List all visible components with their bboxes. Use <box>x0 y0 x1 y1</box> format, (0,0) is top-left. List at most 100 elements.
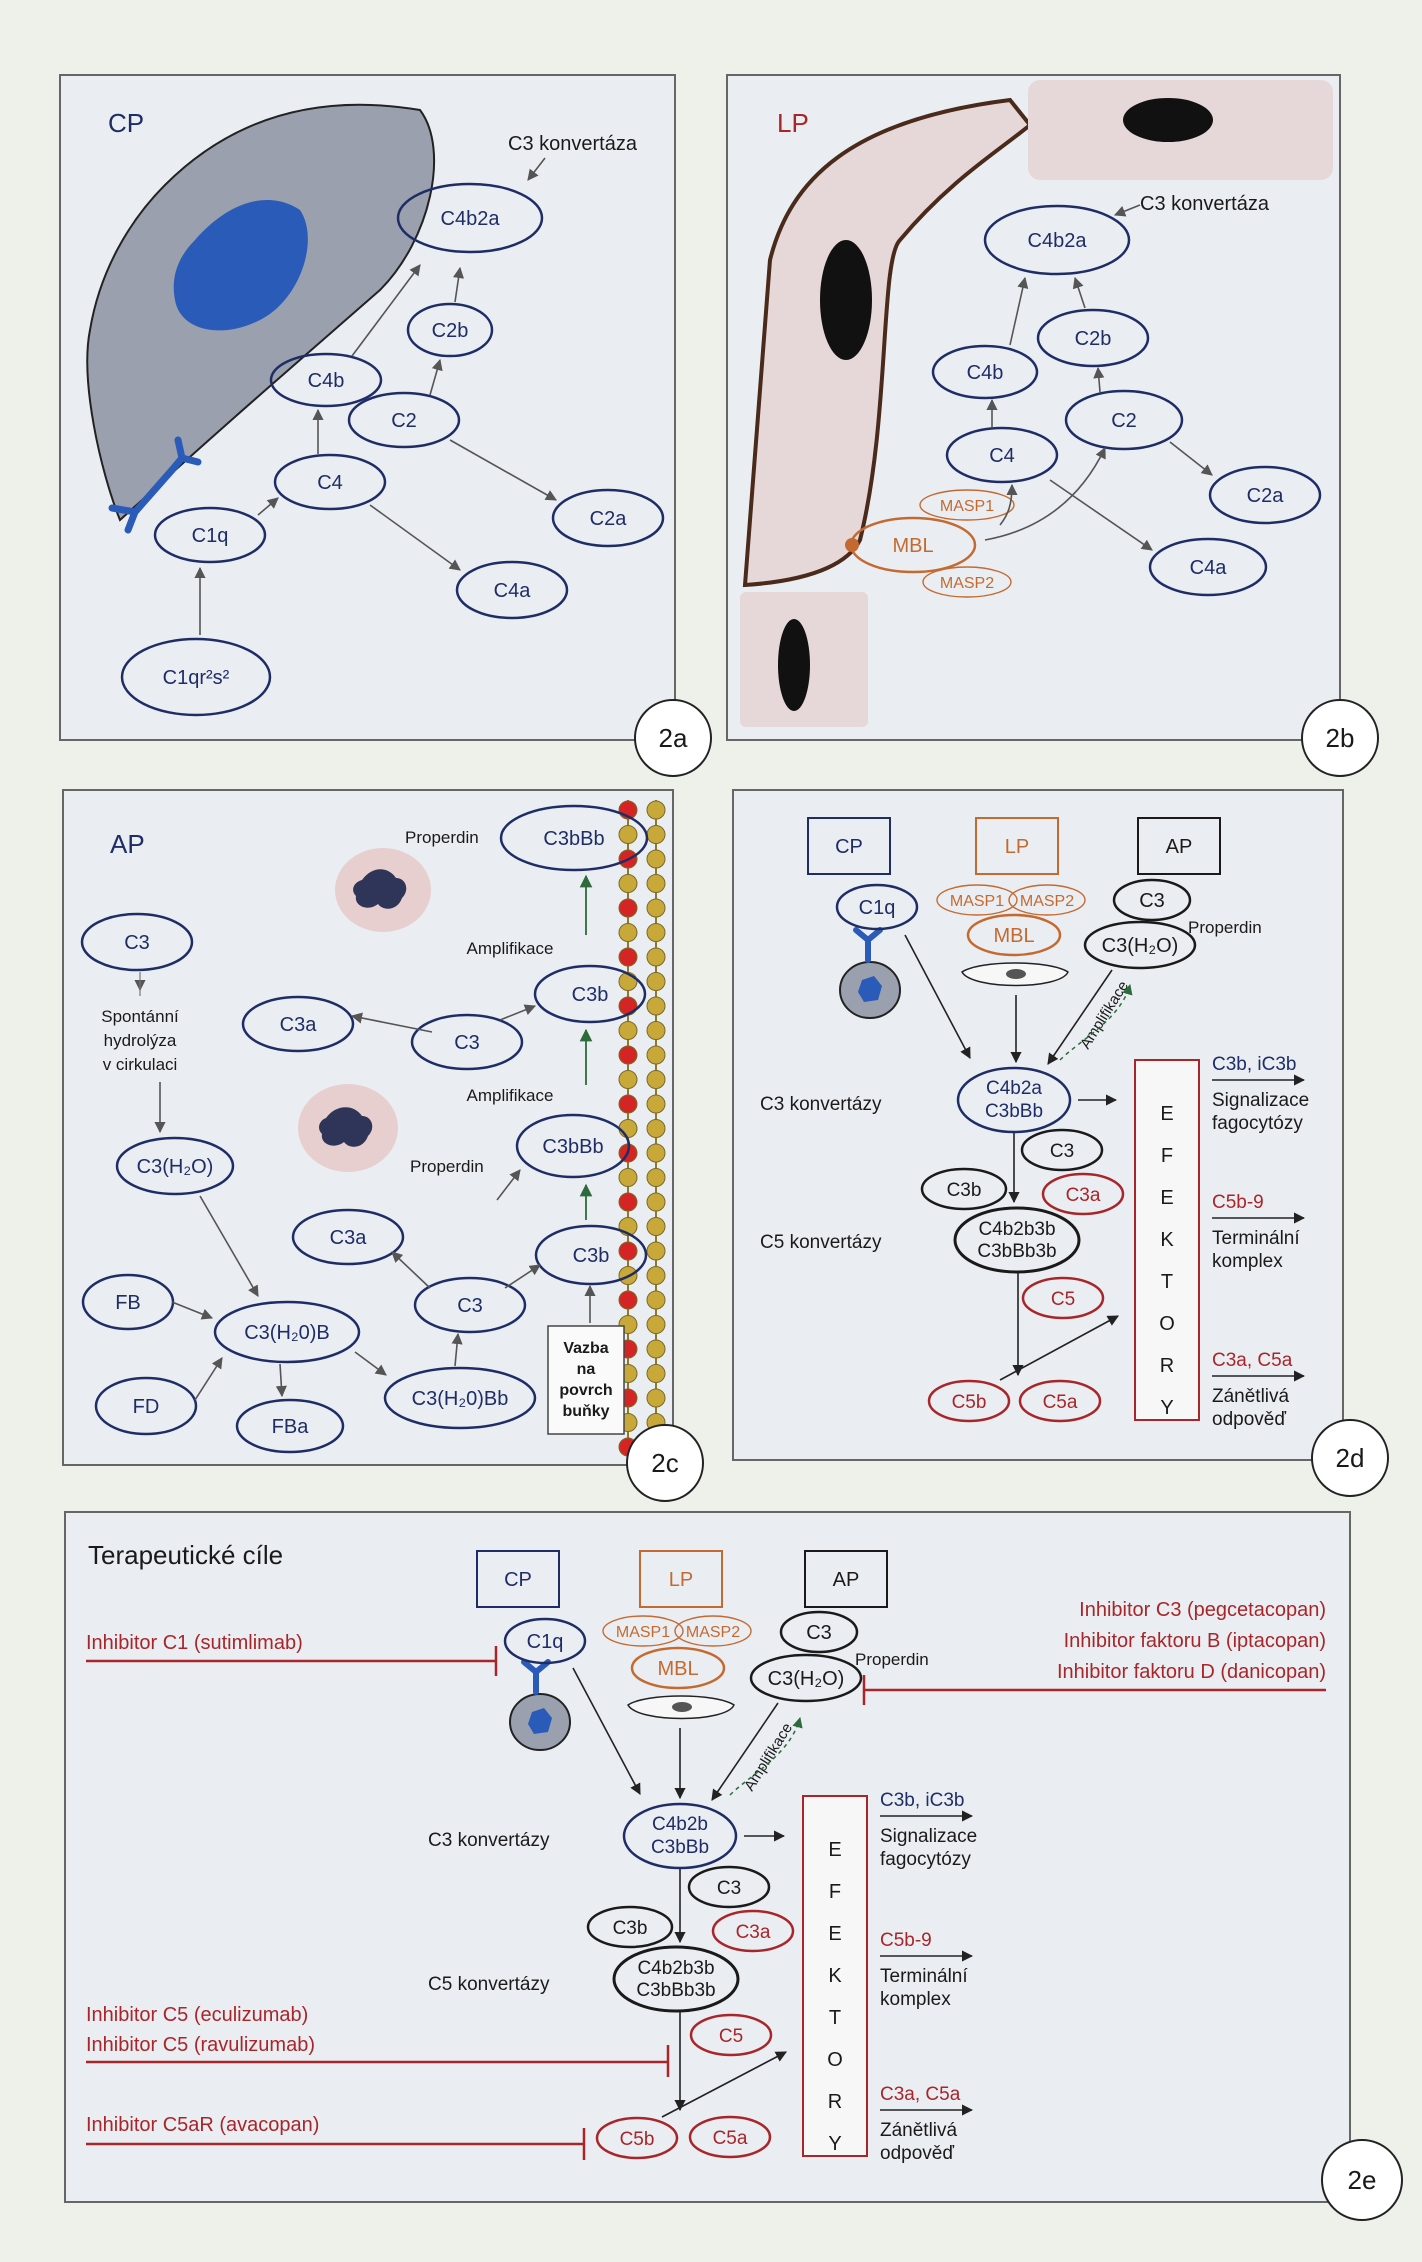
label-amplifikace-lower-2c: Amplifikace <box>467 1086 554 1105</box>
label-c2a-2b: C2a <box>1247 485 1285 507</box>
box-lp-2e <box>639 1550 723 1608</box>
output-line: Zánětlivá <box>1212 1386 1290 1407</box>
output-title: C5b-9 <box>1212 1192 1264 1213</box>
surface-bead <box>646 874 666 893</box>
surface-bead <box>618 1045 638 1065</box>
label-properdin-mid-2c: Properdin <box>410 1157 484 1176</box>
node-c3-top-2c <box>80 912 194 972</box>
label-c3bbb-mid-2c: C3bBb <box>542 1136 603 1158</box>
node-c3b-upper-2c <box>533 964 647 1024</box>
label-c5a-2e: C5a <box>713 2128 748 2149</box>
panel-2b: LP C3 konvertáza C4b2a C4b C2b C4 C2 C2a… <box>726 74 1379 777</box>
output-line: Terminální <box>1212 1228 1300 1249</box>
label-masp1-2d: MASP1 <box>950 893 1004 910</box>
node-c4a-2b <box>1148 537 1268 597</box>
cp-cell-icon <box>839 927 901 1019</box>
surface-bead <box>646 1217 666 1236</box>
label-c3b-upper-2c: C3b <box>572 984 609 1006</box>
output-line: Zánětlivá <box>880 2120 958 2141</box>
binding-line-4: buňky <box>562 1403 609 1420</box>
node-c1q-2e <box>503 1617 587 1665</box>
node-c3a-2d <box>1041 1172 1125 1216</box>
label-c5-convertases-2e: C5 konvertázy <box>428 1974 550 1995</box>
node-c3-small-2d <box>1020 1128 1104 1172</box>
effector-letter: F <box>829 1881 841 1903</box>
surface-bead <box>618 874 638 893</box>
label-c5-convertases-2d: C5 konvertázy <box>760 1232 882 1253</box>
surface-bead <box>618 1021 638 1040</box>
output-line: odpověď <box>1212 1409 1286 1430</box>
label-c2b: C2b <box>432 320 469 342</box>
panel-2d-frame <box>732 789 1344 1461</box>
node-c5-convertases-2e <box>612 1945 740 2013</box>
output-line: Terminální <box>880 1966 968 1987</box>
label-c4: C4 <box>317 472 343 494</box>
label-c3-mid-2c: C3 <box>457 1295 483 1317</box>
surface-bead <box>646 1241 666 1261</box>
label-box-lp-2d: LP <box>1005 836 1029 858</box>
label-c4b: C4b <box>308 370 345 392</box>
label-c4b2a-2b: C4b2a <box>1028 230 1088 252</box>
label-c3conv-line1-2d: C4b2a <box>986 1078 1042 1099</box>
node-c4-2b <box>945 426 1059 484</box>
label-box-cp-2e: CP <box>504 1569 532 1591</box>
effector-letter: K <box>828 1965 842 1987</box>
node-c3a-upper-2c <box>241 995 355 1053</box>
label-c2-2b: C2 <box>1111 410 1137 432</box>
panel-2a-number-badge <box>634 699 712 777</box>
inhibitor-c1-label: Inhibitor C1 (sutimlimab) <box>86 1632 303 1654</box>
node-c3b-2d <box>920 1167 1008 1211</box>
label-c4a: C4a <box>494 580 532 602</box>
node-c3a-2e <box>711 1909 795 1953</box>
output-line: odpověď <box>880 2143 954 2164</box>
node-c4 <box>273 453 387 511</box>
label-c2: C2 <box>391 410 417 432</box>
effector-letter: R <box>1160 1355 1174 1377</box>
effectors-box-2e <box>802 1795 868 2157</box>
lp-cell-nucleus <box>1006 969 1026 979</box>
inhibitor-c5-eculizumab-label: Inhibitor C5 (eculizumab) <box>86 2004 308 2026</box>
inhibitor-c5ar-label: Inhibitor C5aR (avacopan) <box>86 2114 319 2136</box>
label-masp1-2b: MASP1 <box>940 498 994 515</box>
label-c3b-lower-2c: C3b <box>573 1245 610 1267</box>
label-c1q-2e: C1q <box>527 1631 564 1653</box>
label-c4-2b: C4 <box>989 445 1015 467</box>
label-c3-top-2c: C3 <box>124 932 150 954</box>
label-c3-convertases-2e: C3 konvertázy <box>428 1830 550 1851</box>
mbl-anchor <box>845 538 859 552</box>
box-lp-2d <box>975 817 1059 875</box>
spontaneous-line-1: Spontánní <box>101 1007 179 1026</box>
surface-bead <box>646 1094 666 1114</box>
node-c2-2b <box>1064 389 1184 451</box>
node-c5a-2e <box>688 2115 772 2159</box>
output-title: C5b-9 <box>880 1930 932 1951</box>
surface-bead <box>646 1045 666 1065</box>
node-c3b-lower-2c <box>534 1224 648 1286</box>
label-c3a-2e: C3a <box>736 1922 771 1943</box>
binding-line-1: Vazba <box>563 1340 608 1357</box>
box-ap-2d <box>1137 817 1221 875</box>
node-masp2-2b <box>922 566 1012 598</box>
surface-bead <box>618 996 638 1016</box>
amplification-arrow-2e <box>729 1716 803 1796</box>
inhibitor-c5-ravulizumab-label: Inhibitor C5 (ravulizumab) <box>86 2034 315 2056</box>
surface-bead <box>646 849 666 869</box>
surface-bead <box>618 1192 638 1212</box>
label-fb-2c: FB <box>115 1292 141 1314</box>
effector-letter: Y <box>1160 1397 1173 1419</box>
spontaneous-hydrolysis-text: Spontánní hydrolýza v cirkulaci <box>101 1007 179 1074</box>
node-c1q <box>153 506 267 564</box>
surface-bead <box>618 1168 638 1187</box>
panel-2e-number-badge <box>1321 2139 1403 2221</box>
panel-2d: CP LP AP C1q MASP1 MASP2 MBL C3 C3(H₂O) … <box>732 789 1389 1497</box>
inhibitor-fb-label: Inhibitor faktoru B (iptacopan) <box>1064 1630 1326 1652</box>
surface-bead <box>646 1192 666 1212</box>
label-c3a-upper-2c: C3a <box>280 1014 318 1036</box>
cp-cell-icon-2e <box>509 1659 571 1751</box>
label-c3-small-2d: C3 <box>1050 1141 1074 1162</box>
inhibitor-c3-label: Inhibitor C3 (pegcetacopan) <box>1079 1599 1326 1621</box>
node-c3-mid-2c <box>413 1276 527 1334</box>
box-ap-2e <box>804 1550 888 1608</box>
surface-bead <box>646 1266 666 1285</box>
